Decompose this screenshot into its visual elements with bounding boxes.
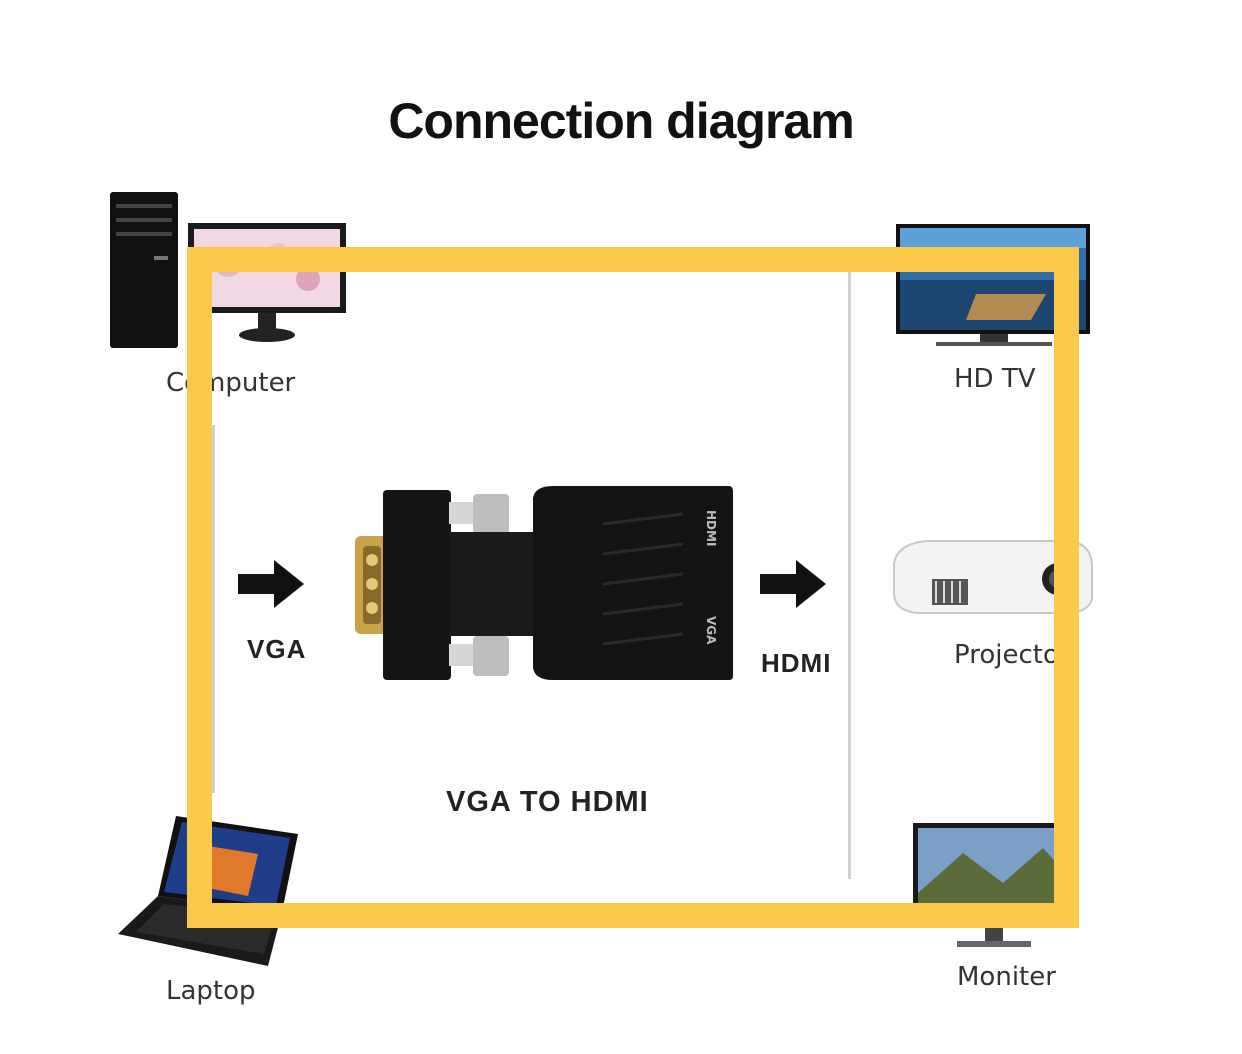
adapter-vga-mark: VGA: [704, 616, 718, 645]
device-label-monitor: Moniter: [957, 962, 1056, 992]
tower-pc-icon: [108, 190, 180, 350]
device-label-projector: Projector: [954, 640, 1070, 670]
port-label-vga: VGA: [247, 634, 307, 664]
device-label-hdtv: HD TV: [954, 364, 1036, 394]
device-label-laptop: Laptop: [166, 976, 256, 1006]
right-divider: [848, 255, 851, 879]
adapter-hdmi-mark: HDMI: [704, 510, 718, 546]
highlight-frame: [187, 247, 1079, 928]
adapter-image: HDMI VGA: [353, 484, 735, 684]
diagram-title: Connection diagram: [388, 93, 854, 149]
arrow-right-icon: [238, 560, 306, 608]
left-divider: [212, 425, 215, 793]
product-name: VGA TO HDMI: [446, 786, 649, 818]
arrow-right-icon: [760, 560, 828, 608]
port-label-hdmi: HDMI: [761, 648, 832, 678]
